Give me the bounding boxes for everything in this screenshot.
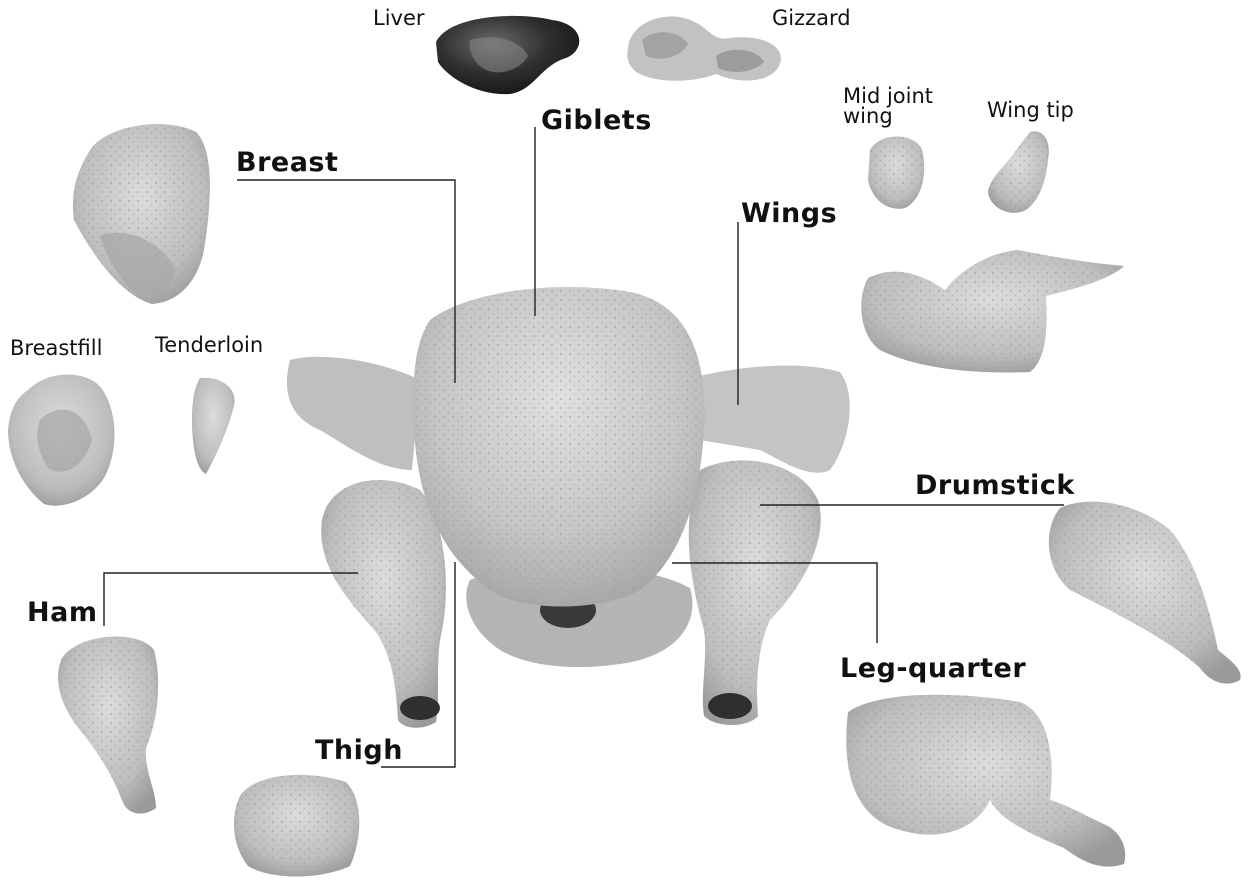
liver-image — [436, 16, 579, 94]
breast-cut-image — [73, 124, 210, 304]
ham-image — [58, 637, 158, 814]
wing-tip-label: Wing tip — [987, 100, 1074, 121]
breastfill-label: Breastfill — [10, 338, 102, 359]
liver-label: Liver — [373, 8, 425, 29]
thigh-image — [234, 775, 359, 877]
tenderloin-label: Tenderloin — [155, 335, 263, 356]
breastfill-image — [8, 374, 115, 505]
thigh-label: Thigh — [315, 735, 403, 766]
ham-label: Ham — [27, 597, 97, 628]
wings-label: Wings — [741, 198, 837, 229]
tenderloin-image — [192, 378, 235, 474]
mid-joint-wing-image — [868, 137, 924, 209]
giblets-label: Giblets — [541, 105, 652, 136]
leg-quarter-image — [846, 695, 1125, 867]
whole-chicken-image — [287, 287, 850, 728]
wing-tip-image — [988, 131, 1049, 213]
gizzard-image — [627, 16, 781, 80]
mid-joint-wing-label: Mid joint wing — [843, 86, 933, 126]
gizzard-label: Gizzard — [772, 8, 851, 29]
breast-label: Breast — [236, 147, 338, 178]
ham-leader-line — [104, 573, 358, 626]
drumstick-label: Drumstick — [915, 470, 1075, 501]
drumstick-image — [1049, 502, 1241, 684]
whole-wing-image — [861, 250, 1124, 372]
leg-quarter-label: Leg-quarter — [840, 653, 1026, 684]
